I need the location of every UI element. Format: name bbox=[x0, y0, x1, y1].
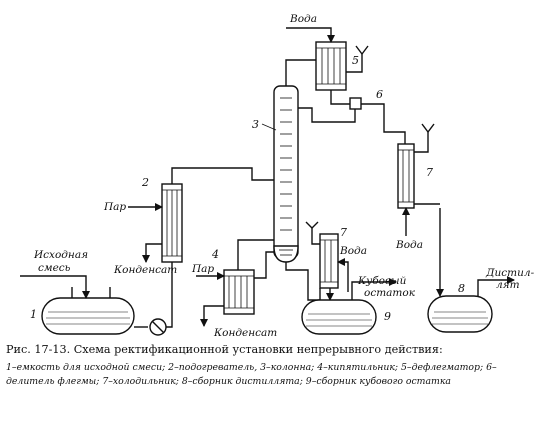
reboiler-4 bbox=[223, 269, 255, 315]
condensate-line-reboiler bbox=[200, 305, 224, 327]
water-outlet-dephlegmator bbox=[346, 54, 363, 73]
column-bottom-to-cooler-line bbox=[285, 262, 321, 301]
column-3 bbox=[273, 85, 299, 263]
label-distillate-line2: лят bbox=[496, 279, 520, 291]
label-condensate-reboiler: Конденсат bbox=[213, 327, 277, 339]
label-feed-line1: Исходная bbox=[33, 249, 88, 261]
label-bottoms-line1: Кубовый bbox=[357, 275, 407, 287]
water-outlet-arrow bbox=[355, 45, 369, 56]
rectification-diagram: Вода Пар Исходная смесь Конденсат Пар Ко… bbox=[20, 13, 535, 339]
number-1: 1 bbox=[30, 308, 37, 321]
label-bottoms-line2: остаток bbox=[364, 287, 416, 299]
vapor-to-dephlegmator-line bbox=[285, 59, 316, 86]
label-steam-heater: Пар bbox=[103, 201, 126, 213]
condensate-line-heater bbox=[142, 243, 162, 263]
cooler-7-bottoms bbox=[319, 233, 339, 289]
water-outlet-arrow-right bbox=[421, 123, 435, 134]
number-9: 9 bbox=[384, 310, 391, 323]
column-3-leader bbox=[261, 123, 277, 131]
label-condensate-heater: Конденсат bbox=[113, 264, 177, 276]
bottoms-receiver-9 bbox=[301, 299, 377, 335]
label-steam-reboiler: Пар bbox=[191, 263, 214, 275]
number-7-mid: 7 bbox=[340, 226, 347, 239]
distillate-outlet-line bbox=[477, 276, 515, 296]
reflux-return-line bbox=[298, 107, 356, 123]
number-4: 4 bbox=[211, 248, 219, 261]
bottoms-outlet-line bbox=[351, 278, 397, 300]
distillate-to-cooler-line bbox=[361, 103, 406, 144]
label-water-bottom: Вода bbox=[395, 239, 423, 251]
label-water-top: Вода bbox=[289, 13, 317, 25]
number-7-right: 7 bbox=[426, 166, 433, 179]
label-distillate-line1: Дистил- bbox=[485, 267, 535, 279]
pump bbox=[149, 318, 167, 336]
water-outlet-arrow-mid bbox=[305, 221, 319, 229]
number-8: 8 bbox=[458, 282, 465, 295]
water-inlet-cooler-mid bbox=[337, 258, 349, 292]
reflux-divider-6 bbox=[349, 97, 362, 110]
water-outlet-cooler-right bbox=[414, 132, 429, 153]
label-water-cooler-mid: Вода bbox=[339, 245, 367, 257]
caption-legend: 1–емкость для исходной смеси; 2–подогрев… bbox=[6, 362, 497, 387]
number-5: 5 bbox=[352, 54, 359, 67]
heater-2 bbox=[161, 183, 183, 263]
dephlegmator-5 bbox=[315, 41, 347, 91]
dephlegmator-to-divider-line bbox=[330, 90, 350, 105]
cooler-7-distillate bbox=[397, 143, 415, 209]
water-outlet-cooler-mid bbox=[311, 228, 320, 245]
distillate-receiver-8 bbox=[427, 295, 493, 333]
reboiler-return-line bbox=[254, 251, 274, 279]
label-feed-line2: смесь bbox=[38, 262, 71, 274]
figure-caption: Рис. 17-13. Схема ректификационной устан… bbox=[6, 342, 541, 389]
caption-title: Рис. 17-13. Схема ректификационной устан… bbox=[6, 343, 443, 356]
column-to-reboiler-line bbox=[237, 239, 274, 270]
heater-to-column-line bbox=[171, 167, 274, 184]
feed-inlet-line bbox=[20, 275, 90, 299]
water-inlet-dephlegmator bbox=[286, 27, 335, 43]
pump-to-heater-line bbox=[166, 262, 173, 328]
number-2: 2 bbox=[141, 176, 149, 189]
number-3: 3 bbox=[252, 118, 259, 131]
number-6: 6 bbox=[376, 88, 383, 101]
feed-tank-1 bbox=[41, 287, 135, 335]
